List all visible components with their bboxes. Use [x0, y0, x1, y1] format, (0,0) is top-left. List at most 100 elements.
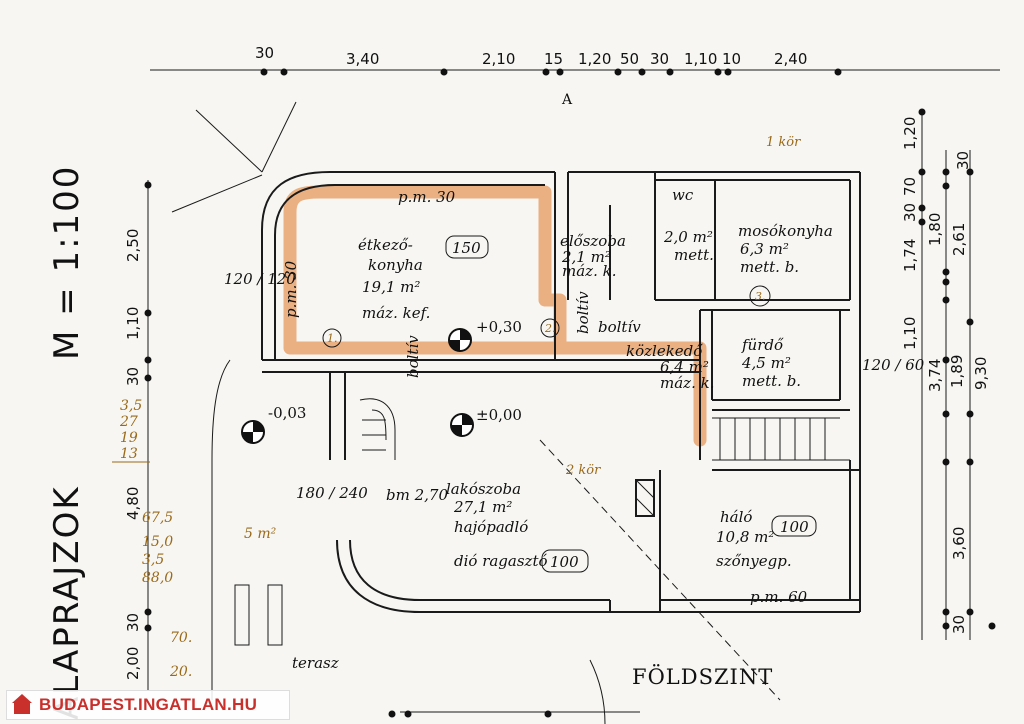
- bath-name: fürdő: [741, 336, 784, 354]
- house-icon: [11, 694, 33, 716]
- level-marker-kitchen: [448, 328, 472, 352]
- right-dimension-dots: [918, 108, 996, 630]
- left-dim-2: 30: [124, 367, 142, 386]
- kitchen-area: 19,1 m²: [362, 278, 420, 296]
- kitchen-label-box: [445, 235, 489, 259]
- circle-1-text: 1.: [327, 332, 338, 345]
- left-dim-0: 2,50: [124, 229, 142, 262]
- living-label: 100: [550, 553, 579, 571]
- circle-2-text: 2.: [544, 322, 556, 335]
- pencil-kor-1: 1 kör: [766, 135, 801, 150]
- left-dim-4: 30: [124, 613, 142, 632]
- hall-finish: máz. k.: [562, 262, 616, 280]
- staircase: [712, 417, 850, 461]
- level-minus-003: -0,03: [268, 404, 306, 422]
- left-dim-3: 4,80: [124, 487, 142, 520]
- right-dim-4: 1,80: [926, 213, 944, 246]
- watermark: BUDAPEST.INGATLAN.HU: [6, 690, 290, 720]
- level-marker-terrace: [241, 420, 265, 444]
- boltiv-1: boltív: [404, 335, 422, 378]
- bedroom-finish: szőnyegp.: [716, 552, 792, 570]
- right-dim-8: 3,74: [926, 359, 944, 392]
- level-pm-000: ±0,00: [476, 406, 522, 424]
- pencil-calc2-3: 88,0: [142, 570, 173, 586]
- left-dim-1: 1,10: [124, 307, 142, 340]
- right-dim-11: 3,60: [950, 527, 968, 560]
- bedroom-area: 10,8 m²: [716, 528, 774, 546]
- top-dim-6: 30: [650, 50, 669, 68]
- dim-120-60: 120 / 60: [862, 356, 925, 374]
- wc-name: wc: [672, 186, 694, 204]
- living-finish-1: hajópadló: [454, 518, 528, 536]
- right-dim-10: 9,30: [972, 357, 990, 390]
- right-dim-12: 30: [950, 615, 968, 634]
- marker-A: A: [561, 92, 573, 108]
- pencil-calc1-2: 19: [120, 430, 138, 446]
- sheet-title: ALAPRAJZOK: [47, 485, 87, 720]
- top-dim-0: 30: [255, 44, 274, 62]
- top-dim-9: 2,40: [774, 50, 807, 68]
- right-dim-6: 1,74: [901, 239, 919, 272]
- pencil-kor-2: 2 kör: [565, 463, 601, 478]
- right-dim-9: 1,89: [948, 355, 966, 388]
- living-label-box: [541, 549, 589, 573]
- pencil-calc1-0: 3,5: [120, 398, 142, 414]
- laundry-area: 6,3 m²: [740, 240, 789, 258]
- pm-30-top: p.m. 30: [398, 188, 456, 206]
- pencil-5m2: 5 m²: [244, 526, 277, 542]
- dim-120-120: 120 / 120: [224, 270, 296, 288]
- pencil-calc1-1: 27: [119, 414, 138, 430]
- corridor-finish: máz. k.: [660, 374, 714, 392]
- top-dim-4: 1,20: [578, 50, 611, 68]
- bedroom-label-box: [771, 515, 817, 537]
- highlight-outline: [283, 185, 707, 447]
- circle-2: [540, 318, 560, 338]
- pencil-70: 70.: [170, 630, 192, 646]
- pencil-calc2-2: 3,5: [142, 552, 164, 568]
- right-dim-1: 30: [954, 151, 972, 170]
- top-dim-2: 2,10: [482, 50, 515, 68]
- kitchen-finish: máz. kef.: [362, 304, 430, 322]
- left-dim-5: 2,00: [124, 647, 142, 680]
- pencil-calc2-1: 15,0: [142, 534, 173, 550]
- circle-3-text: 3.: [755, 290, 766, 303]
- sheet-scale: M = 1:100: [47, 165, 87, 360]
- right-dim-5: 2,61: [950, 223, 968, 256]
- top-dim-1: 3,40: [346, 50, 379, 68]
- top-dim-7: 1,10: [684, 50, 717, 68]
- kitchen-label: 150: [452, 239, 481, 257]
- right-dim-7: 1,10: [901, 317, 919, 350]
- level-marker-living: [450, 413, 474, 437]
- left-dimension-dots: [144, 181, 152, 632]
- top-dim-8: 10: [722, 50, 741, 68]
- pm-60: p.m. 60: [750, 588, 808, 606]
- laundry-finish: mett. b.: [740, 258, 799, 276]
- kitchen-name-2: konyha: [368, 256, 423, 274]
- dim-bm-270: bm 2,70: [386, 486, 448, 504]
- bath-area: 4,5 m²: [741, 354, 791, 372]
- walls: [171, 101, 861, 724]
- boltiv-3: boltív: [598, 318, 641, 336]
- pencil-calc1-3: 13: [120, 446, 138, 462]
- dim-180-240: 180 / 240: [296, 484, 368, 502]
- circle-1: [322, 328, 342, 348]
- right-dim-3: 30: [901, 203, 919, 222]
- top-dim-5: 50: [620, 50, 639, 68]
- bedroom-name: háló: [720, 508, 752, 526]
- terrace-name: terasz: [292, 654, 339, 672]
- corridor-name: közlekedő: [626, 342, 703, 360]
- bedroom-label: 100: [780, 518, 809, 536]
- hall-name: előszoba: [560, 232, 626, 250]
- living-area: 27,1 m²: [453, 498, 512, 516]
- pencil-calc2-0: 67,5: [142, 510, 173, 526]
- hall-area: 2,1 m²: [561, 248, 611, 266]
- wc-finish: mett.: [674, 246, 714, 264]
- bath-finish: mett. b.: [742, 372, 801, 390]
- corridor-area: 6,4 m²: [660, 358, 709, 376]
- bottom-dimension-dots: [388, 710, 552, 718]
- kitchen-name-1: étkező-: [358, 236, 413, 254]
- top-dim-3: 15: [544, 50, 563, 68]
- laundry-name: mosókonyha: [738, 222, 833, 240]
- right-dim-2: 70: [901, 177, 919, 196]
